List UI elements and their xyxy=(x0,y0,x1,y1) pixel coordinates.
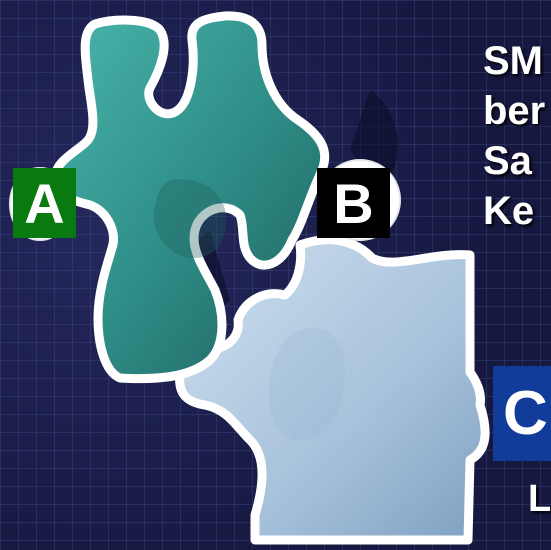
label-a: A xyxy=(13,168,76,238)
puzzle-piece-c xyxy=(175,235,490,545)
right-text-block: SM ber Sa Ke xyxy=(483,36,551,236)
text-line-1: SM xyxy=(483,39,543,83)
text-line-3: Sa xyxy=(483,139,532,183)
label-c: C xyxy=(493,366,551,461)
label-b: B xyxy=(317,168,390,238)
bottom-text: L xyxy=(528,478,551,520)
text-line-4: Ke xyxy=(483,189,535,233)
puzzle-piece-ab xyxy=(50,11,330,384)
text-line-2: ber xyxy=(483,89,546,133)
